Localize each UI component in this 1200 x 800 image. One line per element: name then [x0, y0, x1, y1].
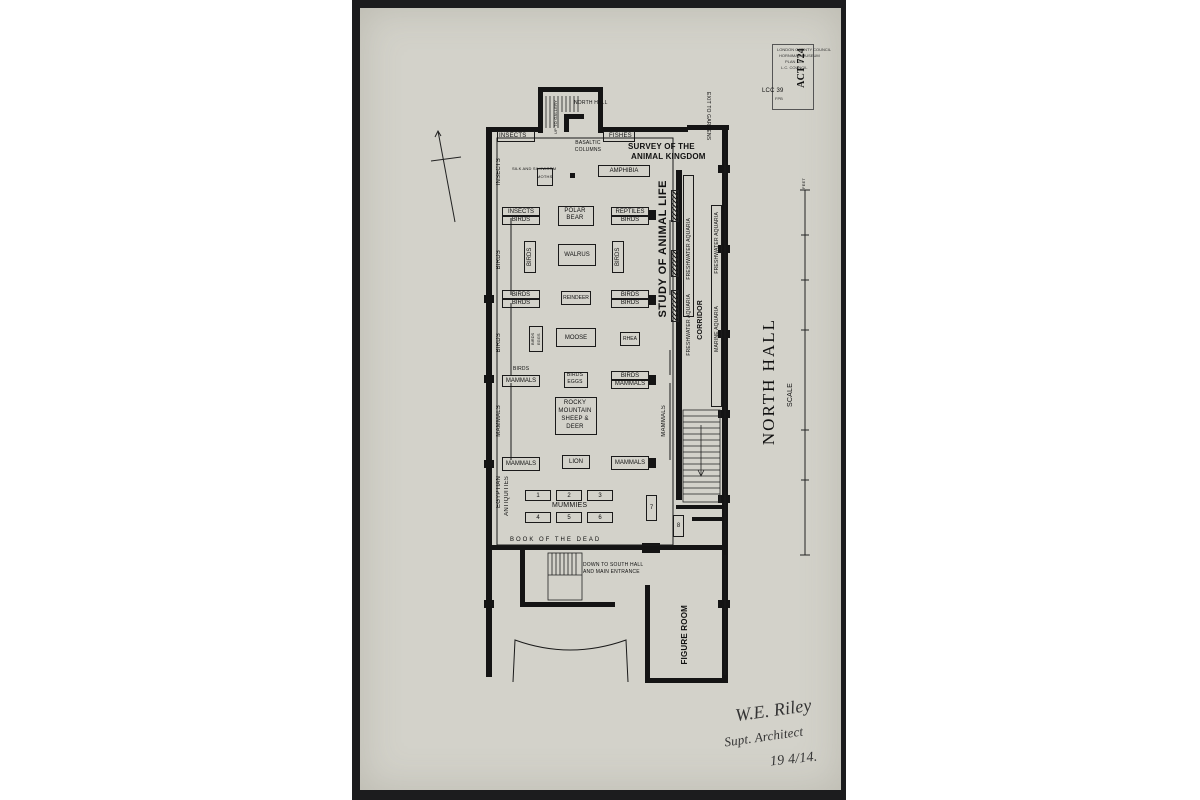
birds-row-case: BIRDS: [502, 215, 540, 225]
corridor-stair: [682, 409, 721, 503]
birds-side-1: BIRDS: [496, 250, 502, 270]
rhea-case: RHEA: [620, 332, 640, 346]
moths-label: MOTHS: [537, 174, 553, 179]
case-8: 8: [673, 515, 684, 537]
fishes-case: [603, 131, 635, 142]
stamp-line1: LONDON COUNTY COUNCIL: [777, 47, 832, 52]
upper-stair-label: UP TO GALLERY: [553, 100, 558, 135]
birds-right-case-3: BIRDS: [611, 298, 649, 308]
down-to-south-line2: AND MAIN ENTRANCE: [583, 569, 640, 575]
silk-label: SILK AND SILKWORM: [512, 166, 557, 171]
stamp-line2: HORNIMAN MUSEUM: [779, 53, 820, 58]
birds-case-a: BIRDS: [524, 241, 536, 273]
corridor-label: CORRIDOR: [697, 300, 704, 340]
case-hatch: [671, 290, 679, 322]
rocky-line1: ROCKY: [563, 400, 587, 406]
moths-case: [537, 168, 553, 186]
case-hatch: [671, 190, 679, 222]
mammals-left-case-2: MAMMALS: [502, 457, 540, 471]
north-hall-title: NORTH HALL: [759, 318, 778, 446]
basaltic-columns-label: BASALTIC COLUMNS: [574, 140, 602, 153]
mammals-right-case-2: MAMMALS: [611, 456, 649, 470]
study-of-animal-life-label: STUDY OF ANIMAL LIFE: [657, 180, 669, 318]
mammals-side-right-label: MAMMALS: [661, 405, 667, 437]
inner-lines: [496, 137, 726, 683]
mummy-case-1: 1: [525, 490, 551, 501]
birds-eggs-case-2: [564, 372, 588, 388]
birds-right-case-1: BIRDS: [611, 215, 649, 225]
birds-left-case-3: BIRDS: [502, 298, 540, 308]
scale-label: SCALE: [787, 383, 794, 407]
mammals-left-case-1: MAMMALS: [502, 375, 540, 387]
rocky-mountain-case: [555, 397, 597, 435]
birds-right-case-2: BIRDS: [611, 290, 649, 300]
exit-label: EXIT TO GARDENS: [705, 92, 711, 141]
mummy-case-5: 5: [556, 512, 582, 523]
insects-top-label: INSECTS: [499, 133, 527, 139]
polar-bear-case: [558, 206, 594, 226]
mummy-case-4: 4: [525, 512, 551, 523]
council-stamp: LONDON COUNTY COUNCIL HORNIMAN MUSEUM PL…: [772, 44, 831, 110]
survey-title-line1: SURVEY OF THE: [628, 142, 695, 151]
survey-title-line2: ANIMAL KINGDOM: [631, 152, 706, 161]
book-of-the-dead-label: BOOK OF THE DEAD: [510, 537, 602, 543]
birds-right-case-4: BIRDS: [611, 371, 649, 381]
aquaria-case-left: [683, 175, 694, 317]
mummy-case-6: 6: [587, 512, 613, 523]
antiquities-label: ANTIQUITIES: [504, 476, 510, 516]
north-stair: [545, 96, 579, 128]
rocky-line3: SHEEP &: [561, 416, 589, 422]
polar-label-1: POLAR: [564, 208, 586, 214]
scale-feet-label: FEET: [801, 178, 806, 190]
north-hall-annex-label: NORTH HALL: [574, 100, 608, 106]
lion-case: LION: [562, 455, 590, 469]
reindeer-case: REINDEER: [561, 291, 591, 305]
amphibia-case: AMPHIBIA: [598, 165, 650, 177]
mummy-case-2: 2: [556, 490, 582, 501]
birds-case-b: BIRDS: [612, 241, 624, 273]
case-hatch: [671, 250, 679, 277]
figure-room-label: FIGURE ROOM: [680, 605, 689, 665]
moose-case: MOOSE: [556, 328, 596, 347]
insects-row-case: INSECTS: [502, 207, 540, 217]
scale-bar: [800, 189, 810, 556]
stamp-ref: LCC 39: [762, 88, 784, 94]
fishes-label: FISHES: [609, 133, 632, 139]
rocky-line2: MOUNTAIN: [558, 408, 592, 414]
down-to-south-line1: DOWN TO SOUTH HALL: [583, 562, 644, 568]
walrus-case: WALRUS: [558, 244, 596, 266]
north-arrow-icon: [430, 129, 462, 223]
stamp-code: FPB: [775, 96, 783, 101]
case-7: 7: [646, 495, 657, 521]
stamp-line4: L.C. COUNCIL: [781, 65, 808, 70]
stamp-act: ACT 724: [796, 48, 807, 88]
birds-left-case-2: BIRDS: [502, 290, 540, 300]
mummies-label: MUMMIES: [552, 502, 588, 509]
rocky-line4: DEER: [566, 424, 584, 430]
egyptian-label: EGYPTIAN: [496, 476, 502, 508]
reptiles-case: REPTILES: [611, 207, 649, 217]
birds-side-3: BIRDS: [513, 366, 530, 372]
birds-eggs-2-line2: EGGS: [567, 379, 583, 385]
insects-case: [497, 131, 535, 142]
stamp-line3: PLAN 103: [785, 59, 804, 64]
polar-label-2: BEAR: [566, 215, 584, 221]
birds-side-2: BIRDS: [496, 333, 502, 353]
mammals-side-label: MAMMALS: [496, 405, 502, 437]
insects-side-label: INSECTS: [496, 158, 502, 186]
mummy-case-3: 3: [587, 490, 613, 501]
birds-eggs-2-line1: BIRDS: [566, 372, 584, 378]
birds-eggs-case: BIRDS EGGS: [529, 326, 543, 352]
south-stair: [547, 552, 583, 601]
mammals-right-case-1: MAMMALS: [611, 379, 649, 389]
aquaria-case-right: [711, 205, 722, 407]
